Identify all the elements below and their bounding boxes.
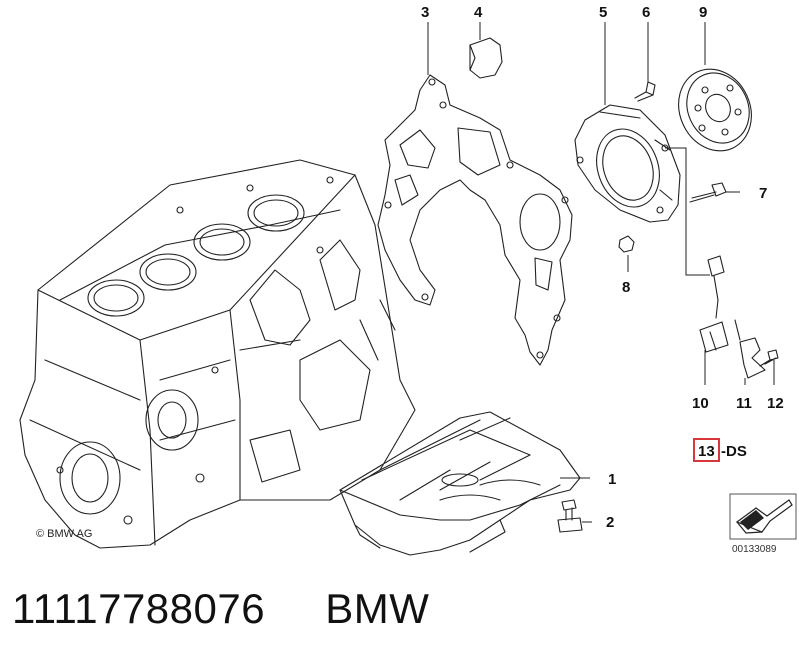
callout-11: 11 — [736, 395, 752, 412]
part-5-seal-housing — [574, 104, 681, 223]
part-6-bolt — [634, 81, 656, 102]
callout-9: 9 — [699, 4, 707, 21]
badge-frame — [729, 493, 797, 540]
part-10-sensor — [699, 255, 729, 353]
copyright-text: © BMW AG — [36, 528, 92, 540]
direction-arrow-icon — [735, 499, 793, 534]
callout-13-suffix: -DS — [721, 443, 747, 460]
part-footer: 11117788076 BMW — [12, 585, 429, 645]
brand-text: BMW — [325, 585, 430, 632]
part-8-sleeve — [618, 235, 635, 253]
part-11-bracket — [734, 319, 766, 379]
part-7-bolt — [689, 182, 727, 203]
callout-7: 7 — [759, 185, 767, 202]
callout-1: 1 — [608, 471, 616, 488]
callout-3: 3 — [421, 4, 429, 21]
callout-13: 13 — [698, 443, 715, 460]
callout-8: 8 — [622, 279, 630, 296]
callout-labels: 3 4 5 6 9 7 8 10 11 12 1 2 — [421, 4, 784, 531]
part-12-screw — [759, 349, 779, 367]
callout-5: 5 — [599, 4, 607, 21]
part-4-cap — [469, 37, 503, 79]
part-1-bearing-bridge — [339, 411, 581, 556]
callout-12: 12 — [767, 395, 784, 412]
part-3-gasket — [377, 74, 573, 366]
part-2-bolt — [557, 499, 583, 533]
engine-block — [19, 159, 416, 549]
callout-10: 10 — [692, 395, 709, 412]
highlight-box — [693, 438, 720, 462]
part-number-text: 11117788076 — [12, 585, 266, 632]
part-9-pulse-wheel — [678, 68, 752, 152]
callout-6: 6 — [642, 4, 650, 21]
callout-4: 4 — [474, 4, 483, 21]
callout-13-ds: 13 -DS — [693, 438, 747, 462]
diagram-id: 00133089 — [732, 544, 777, 555]
diagram-id-badge: 00133089 — [729, 493, 797, 555]
callout-2: 2 — [606, 514, 614, 531]
leader-lines — [427, 22, 775, 523]
